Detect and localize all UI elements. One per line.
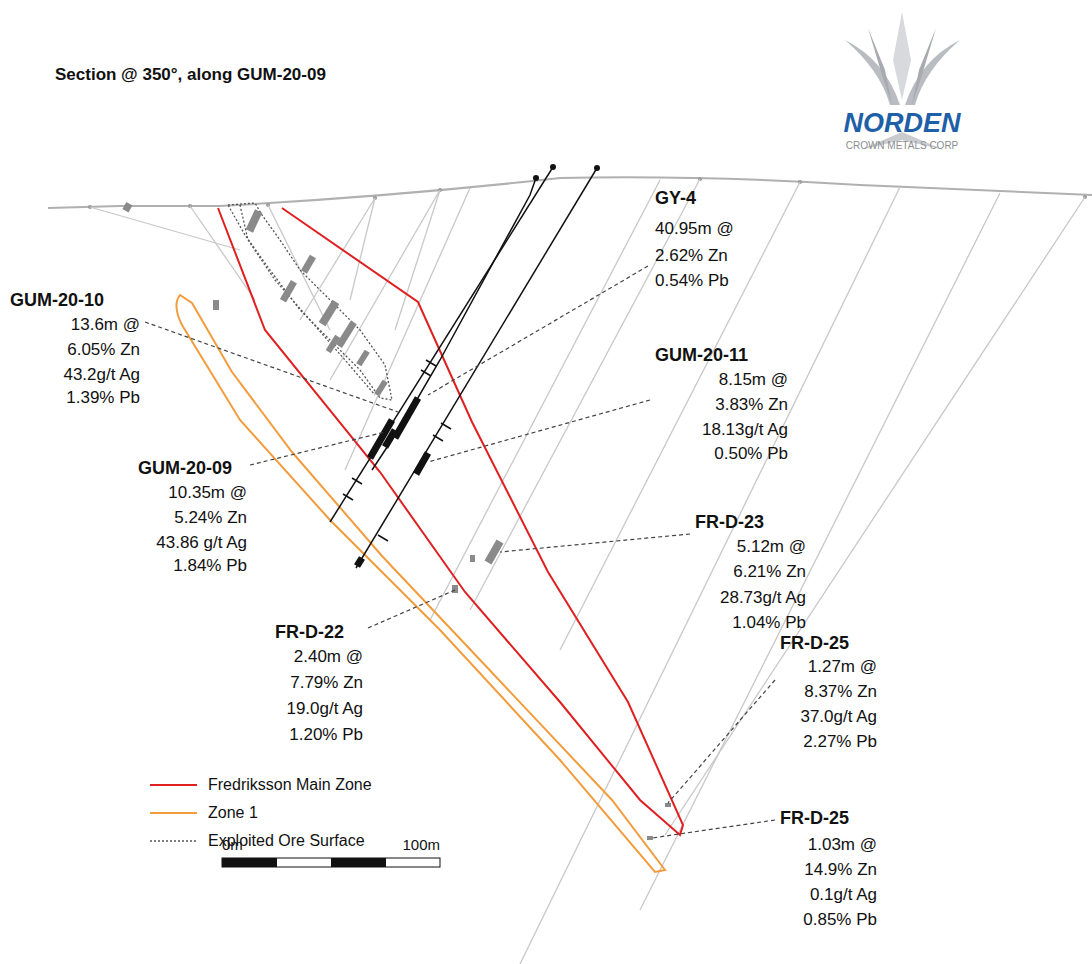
- callout-value: 8.15m @: [719, 370, 788, 390]
- zone-1-outline: [176, 295, 665, 872]
- callout-value: 28.73g/t Ag: [720, 588, 806, 608]
- callout-value: 3.83% Zn: [715, 395, 788, 415]
- logo-name: NORDEN: [843, 108, 960, 138]
- callout-value: 43.2g/t Ag: [63, 365, 140, 385]
- hole-id: FR-D-25: [780, 633, 849, 653]
- sample-ticks: [343, 360, 451, 541]
- hole-id: GUM-20-10: [10, 290, 104, 310]
- section-title: Section @ 350°, along GUM-20-09: [55, 65, 326, 85]
- callout-value: 10.35m @: [168, 483, 247, 503]
- callout-value: 8.37% Zn: [804, 682, 877, 702]
- callout-value: 0.50% Pb: [714, 444, 788, 464]
- hole-id: FR-D-23: [695, 512, 764, 532]
- main-zone-outline: [218, 208, 683, 835]
- callout-value: 18.13g/t Ag: [702, 420, 788, 440]
- mineralised-intervals: [357, 398, 428, 566]
- callout-value: 0.1g/t Ag: [810, 885, 877, 905]
- callout-value: 1.39% Pb: [66, 388, 140, 408]
- callout-value: 1.04% Pb: [732, 613, 806, 633]
- callout-value: 0.54% Pb: [655, 271, 729, 291]
- collars: [533, 164, 600, 181]
- scale-label: 100m: [402, 835, 440, 855]
- callout-value: 5.12m @: [737, 537, 806, 557]
- callout-value: 37.0g/t Ag: [800, 707, 877, 727]
- legend-text: Zone 1: [208, 803, 258, 823]
- intercepts: [122, 202, 671, 840]
- hole-id: GY-4: [655, 188, 696, 208]
- callout-value: 43.86 g/t Ag: [156, 533, 247, 553]
- legend-text: Fredriksson Main Zone: [208, 775, 372, 795]
- callout-value: 6.21% Zn: [733, 562, 806, 582]
- hole-id: GUM-20-11: [655, 345, 748, 365]
- callout-value: 19.0g/t Ag: [286, 699, 363, 719]
- callout-value: 1.27m @: [808, 657, 877, 677]
- hole-id: FR-D-25: [780, 808, 849, 828]
- callout-value: 40.95m @: [655, 219, 734, 239]
- callout-value: 5.24% Zn: [174, 508, 247, 528]
- hole-id: FR-D-22: [275, 622, 344, 642]
- callout-value: 2.27% Pb: [803, 732, 877, 752]
- callout-value: 0.85% Pb: [803, 910, 877, 930]
- callout-value: 14.9% Zn: [804, 860, 877, 880]
- drill-traces: [90, 179, 1085, 964]
- hole-id: GUM-20-09: [138, 458, 232, 478]
- callout-value: 6.05% Zn: [67, 340, 140, 360]
- callout-value: 1.03m @: [808, 835, 877, 855]
- callout-value: 13.6m @: [71, 315, 140, 335]
- callout-value: 1.84% Pb: [173, 556, 247, 576]
- scale-bar: [222, 858, 440, 867]
- drill-holes: [330, 167, 597, 568]
- ground-surface: [48, 177, 1092, 208]
- leader-lines: [145, 266, 775, 838]
- callout-value: 1.20% Pb: [289, 725, 363, 745]
- callout-value: 7.79% Zn: [290, 673, 363, 693]
- legend-text: Exploited Ore Surface: [208, 831, 365, 851]
- exploited-ore: [228, 203, 392, 400]
- callout-value: 2.62% Zn: [655, 246, 728, 266]
- callout-value: 2.40m @: [294, 647, 363, 667]
- logo-subtitle: CROWN METALS CORP: [846, 140, 959, 152]
- legend-samples: [150, 785, 197, 841]
